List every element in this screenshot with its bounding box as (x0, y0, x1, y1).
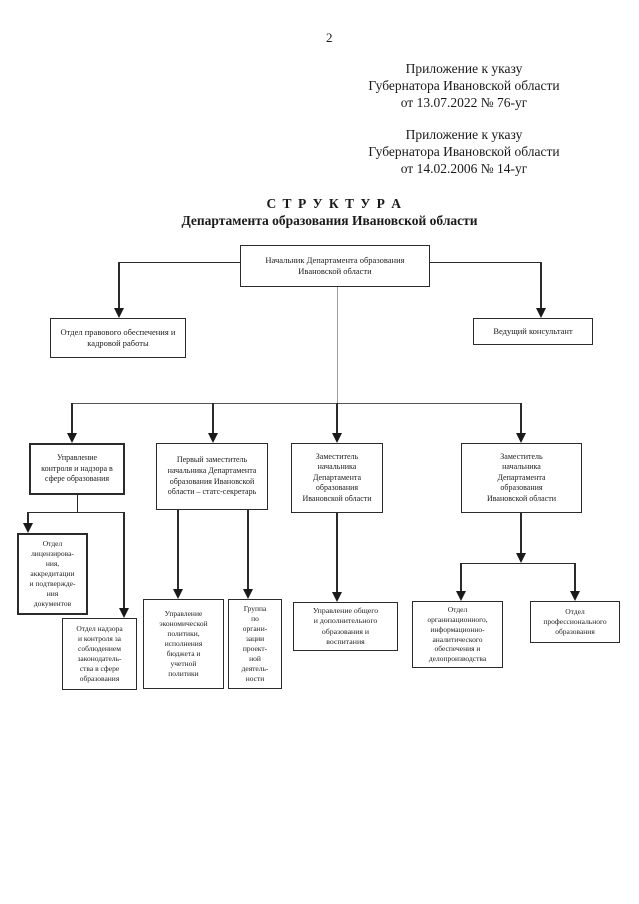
connector-drop-organizational (460, 563, 462, 592)
appendix-reference-1: Приложение к указу Губернатора Ивановско… (368, 61, 560, 110)
connector-drop-supervision-dept (123, 512, 125, 609)
connector-deputy2-stem (520, 513, 522, 554)
arrowhead-organizational (456, 591, 466, 601)
appendix-reference-2: Приложение к указу Губернатора Ивановско… (368, 127, 560, 176)
org-box-organizational-department-label: Отдел организационного, информационно- а… (427, 604, 488, 664)
org-box-project-group-label: Группа по органи- зации проект- ной деят… (241, 604, 269, 683)
org-box-project-group: Группа по органи- зации проект- ной деят… (228, 599, 282, 689)
org-box-lead-consultant-label: Ведущий консультант (493, 325, 573, 336)
org-box-head-of-department: Начальник Департамента образования Ивано… (240, 245, 430, 287)
connector-head-to-consultant-h (430, 262, 541, 264)
document-subtitle: Департамента образования Ивановской обла… (181, 213, 478, 228)
connector-distribution-line (72, 403, 522, 405)
org-box-economic-policy-directorate: Управление экономической политики, испол… (143, 599, 224, 689)
org-box-professional-education-department: Отдел профессионального образования (530, 601, 620, 643)
org-box-professional-education-label: Отдел профессионального образования (543, 607, 607, 636)
connector-control-branch (28, 512, 124, 514)
org-box-licensing-department-label: Отдел лицензирова- ния, аккредитации и п… (29, 539, 76, 608)
org-box-control-supervision-directorate: Управление контроля и надзора в сфере об… (29, 443, 125, 495)
arrowhead-deputy-1 (332, 433, 342, 443)
org-box-control-supervision-label: Управление контроля и надзора в сфере об… (41, 453, 113, 484)
org-box-general-education-label: Управление общего и дополнительного обра… (312, 605, 379, 646)
page-number: 2 (326, 30, 333, 45)
arrowhead-economic (173, 589, 183, 599)
arrowhead-supervision-dept (119, 608, 129, 618)
org-box-general-education-directorate: Управление общего и дополнительного обра… (293, 602, 398, 651)
arrowhead-deputy2-junction (516, 553, 526, 563)
connector-drop-deputy-2 (520, 403, 522, 434)
connector-drop-professional (574, 563, 576, 592)
org-box-first-deputy-head-label: Первый заместитель начальника Департамен… (167, 455, 257, 497)
connector-head-to-legal-v (118, 262, 120, 309)
connector-deputy2-branch (461, 563, 575, 565)
org-box-first-deputy-head: Первый заместитель начальника Департамен… (156, 443, 268, 510)
connector-drop-first-deputy (212, 403, 214, 434)
arrowhead-legal (114, 308, 124, 318)
arrowhead-consultant (536, 308, 546, 318)
org-box-deputy-head-1: Заместитель начальника Департамента обра… (291, 443, 383, 513)
org-box-head-of-department-label: Начальник Департамента образования Ивано… (265, 254, 405, 276)
connector-control-stem (76, 495, 78, 512)
arrowhead-deputy-2 (516, 433, 526, 443)
arrowhead-general-education (332, 592, 342, 602)
arrowhead-project-group (243, 589, 253, 599)
connector-drop-economic (177, 510, 179, 590)
arrowhead-professional (570, 591, 580, 601)
arrowhead-control (67, 433, 77, 443)
org-box-legal-hr-department-label: Отдел правового обеспечения и кадровой р… (60, 326, 176, 348)
org-box-organizational-department: Отдел организационного, информационно- а… (412, 601, 503, 668)
org-box-licensing-department: Отдел лицензирова- ния, аккредитации и п… (17, 533, 88, 615)
org-box-supervision-department-label: Отдел надзора и контроля за соблюдением … (76, 624, 123, 683)
org-box-supervision-department: Отдел надзора и контроля за соблюдением … (62, 618, 137, 690)
arrowhead-licensing (23, 523, 33, 533)
arrowhead-first-deputy (208, 433, 218, 443)
document-title: С Т Р У К Т У Р А (266, 196, 403, 211)
connector-drop-project-group (247, 510, 249, 590)
connector-head-to-consultant-v (540, 262, 542, 309)
org-box-lead-consultant: Ведущий консультант (473, 318, 593, 345)
org-box-deputy-head-1-label: Заместитель начальника Департамента обра… (302, 451, 372, 503)
connector-drop-control (71, 403, 73, 434)
org-box-legal-hr-department: Отдел правового обеспечения и кадровой р… (50, 318, 186, 358)
org-box-deputy-head-2: Заместитель начальника Департамента обра… (461, 443, 582, 513)
connector-head-stem (336, 287, 338, 403)
connector-head-to-legal-h (119, 262, 240, 264)
connector-drop-licensing (27, 512, 29, 524)
connector-drop-deputy-1 (336, 403, 338, 434)
org-box-deputy-head-2-label: Заместитель начальника Департамента обра… (486, 451, 557, 503)
org-box-economic-policy-label: Управление экономической политики, испол… (159, 609, 208, 678)
connector-drop-general-education (336, 513, 338, 593)
